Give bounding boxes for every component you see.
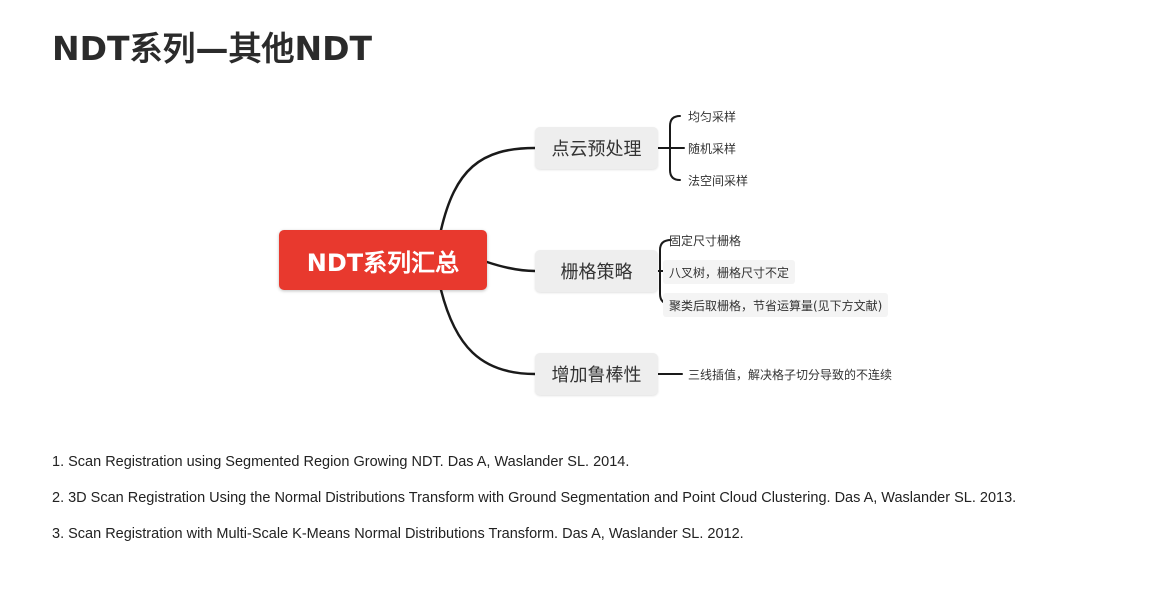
leaf-node-uniform-sampling: 均匀采样 — [688, 109, 737, 124]
reference-item: 2. 3D Scan Registration Using the Normal… — [52, 490, 1017, 506]
connector-root-branch-3 — [439, 288, 537, 376]
leaf-node-normal-space-sampling: 法空间采样 — [688, 173, 749, 188]
leaf-node-random-sampling: 随机采样 — [688, 141, 737, 156]
reference-list: 1. Scan Registration using Segmented Reg… — [52, 450, 1152, 558]
leaf-node-fixed-grid: 固定尺寸栅格 — [669, 233, 742, 248]
bracket-branch-1 — [657, 115, 685, 181]
leaf-node-octree-grid: 八叉树，栅格尺寸不定 — [663, 260, 796, 284]
page-title: NDT系列—其他NDT — [52, 29, 373, 68]
root-node: NDT系列汇总 — [279, 230, 487, 290]
branch-node-preprocessing: 点云预处理 — [535, 127, 658, 169]
reference-item: 1. Scan Registration using Segmented Reg… — [52, 454, 630, 470]
connector-root-branch-2 — [485, 260, 537, 273]
leaf-node-cluster-grid: 聚类后取栅格，节省运算量(见下方文献) — [663, 293, 889, 317]
leaf-node-trilinear-interpolation: 三线插值，解决格子切分导致的不连续 — [688, 367, 893, 382]
branch-node-robustness: 增加鲁棒性 — [535, 353, 658, 395]
reference-item: 3. Scan Registration with Multi-Scale K-… — [52, 526, 744, 542]
branch-node-grid-strategy: 栅格策略 — [535, 250, 658, 292]
connector-root-branch-1 — [439, 146, 537, 232]
